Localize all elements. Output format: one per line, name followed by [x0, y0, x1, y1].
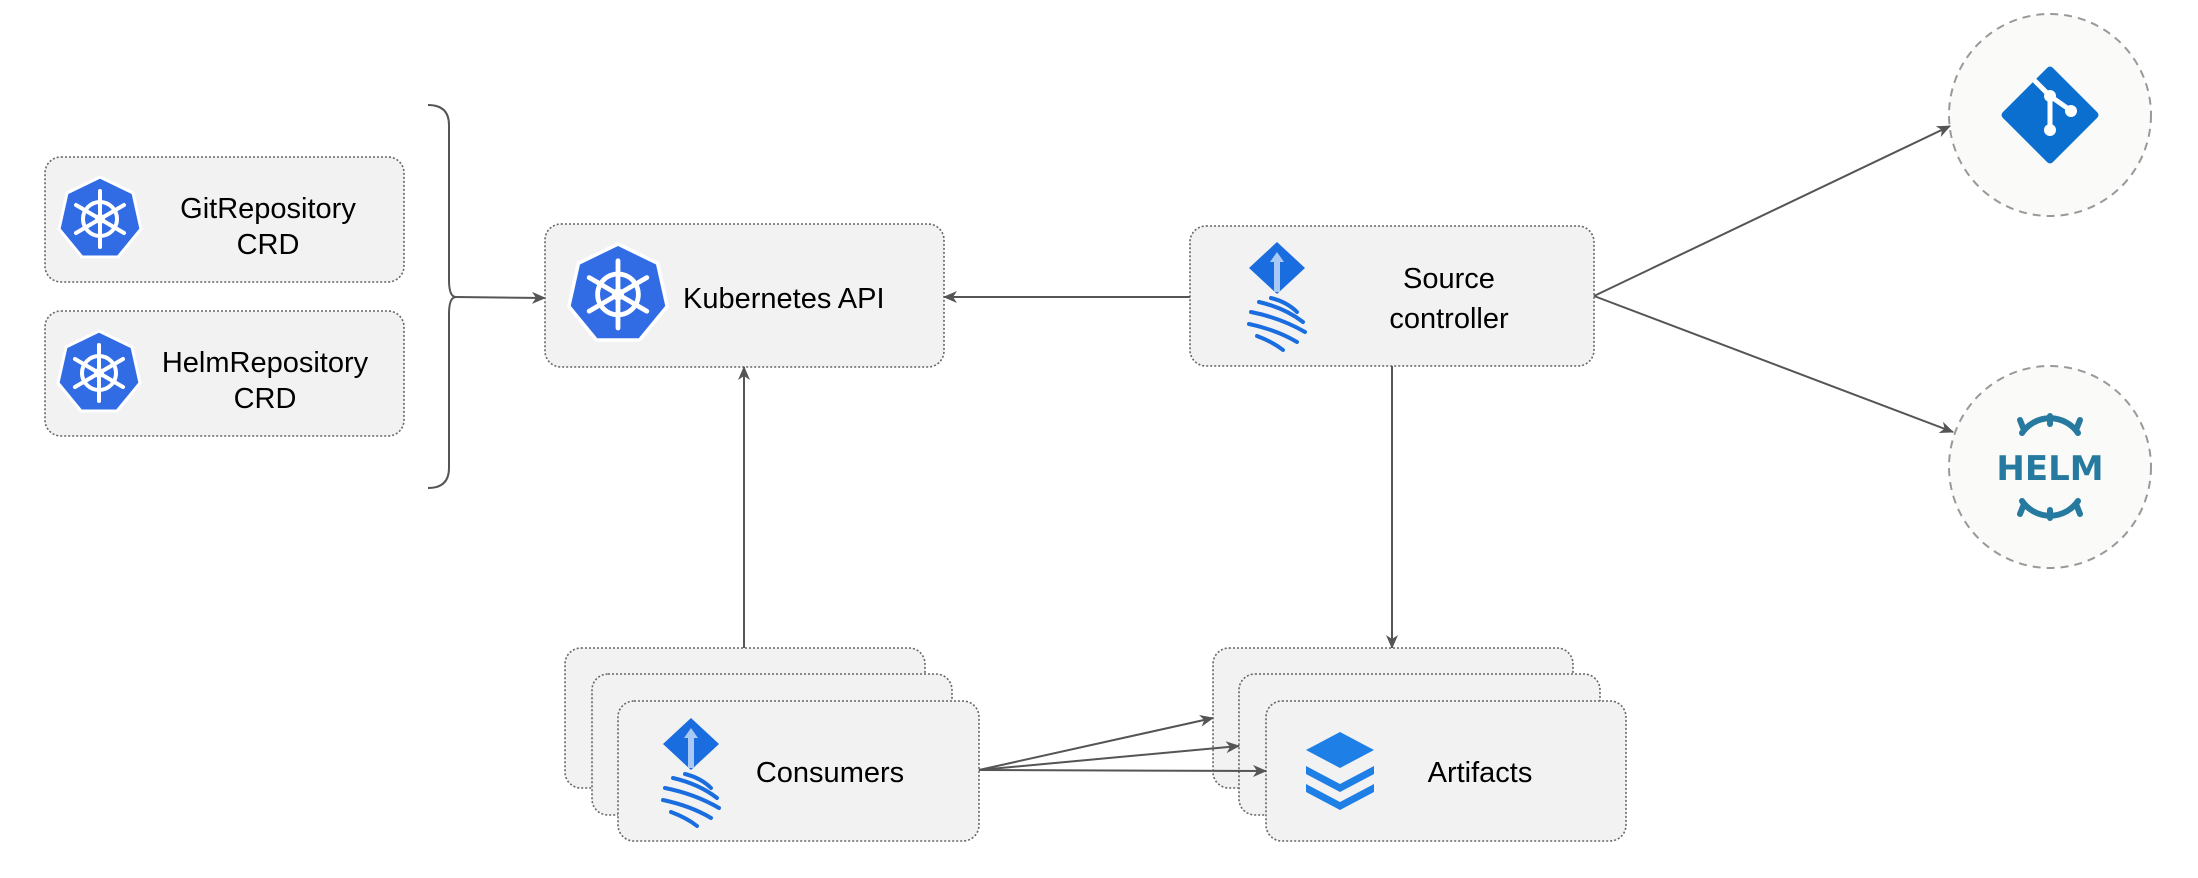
source-controller-label-line1: Source	[1403, 263, 1495, 295]
git-icon	[2001, 66, 2099, 164]
source-controller-node[interactable]: Source controller	[1189, 225, 1595, 367]
helm-repository-crd-node[interactable]: HelmRepository CRD	[44, 310, 405, 437]
kubernetes-api-node[interactable]: Kubernetes API	[544, 223, 945, 368]
consumers-label: Consumers	[756, 757, 904, 789]
helm-repository-label-line1: HelmRepository	[162, 347, 369, 379]
source-controller-label-line2: controller	[1389, 303, 1509, 335]
git-repository-label-line1: GitRepository	[180, 193, 356, 225]
artifacts-node[interactable]: Artifacts	[1212, 647, 1627, 842]
helm-icon	[2017, 413, 2083, 521]
edge-consumers-to-artifacts	[978, 741, 1240, 771]
edge-consumers-to-artifacts	[978, 714, 1214, 771]
edge-source-to-helm	[1593, 295, 1954, 434]
git-node[interactable]	[1948, 13, 2152, 217]
artifacts-label: Artifacts	[1428, 757, 1533, 789]
helm-repository-label-line2: CRD	[234, 383, 297, 415]
git-repository-crd-node[interactable]: GitRepository CRD	[44, 156, 405, 283]
edge-crds-to-api	[455, 291, 546, 304]
edge-consumers-to-artifacts	[978, 764, 1267, 777]
helm-node[interactable]: HELM	[1948, 365, 2152, 569]
kubernetes-api-label: Kubernetes API	[683, 283, 885, 315]
grouping-brace	[427, 104, 457, 489]
consumers-node[interactable]: Consumers	[564, 647, 980, 842]
edge-source-to-git	[1593, 125, 1951, 297]
helm-logo-text: HELM	[1996, 449, 2103, 489]
git-repository-label-line2: CRD	[237, 229, 300, 261]
